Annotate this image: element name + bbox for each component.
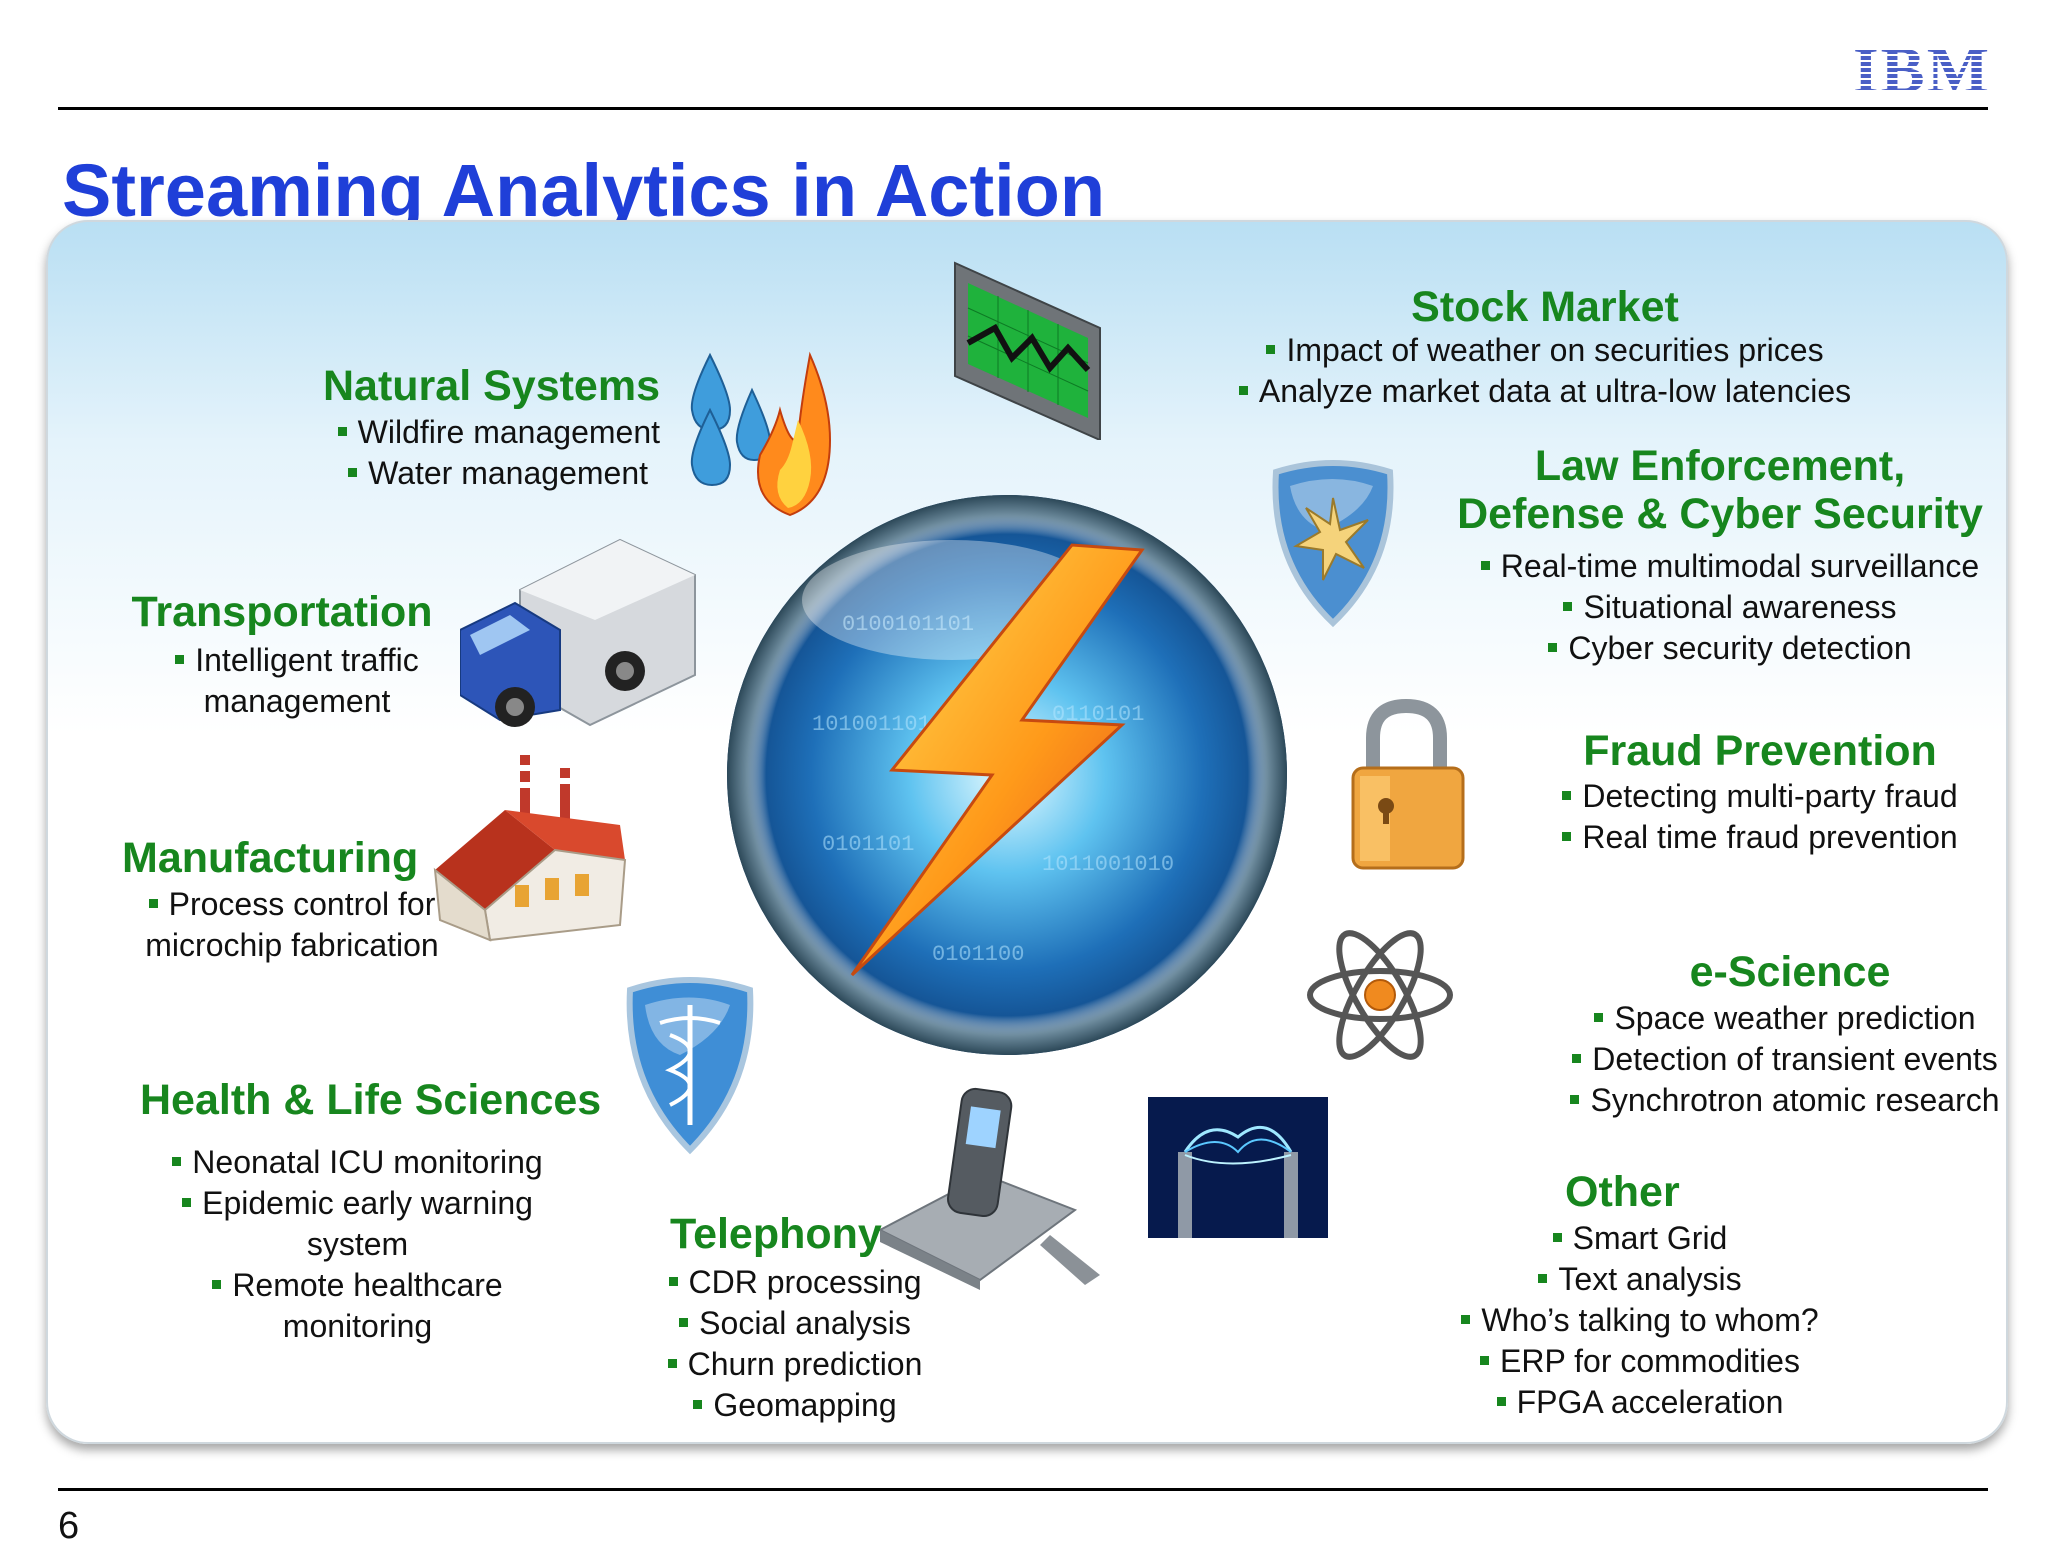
category-items-law-enforcement: Real-time multimodal surveillance Situat… bbox=[1430, 546, 2030, 669]
list-item: Synchrotron atomic research bbox=[1530, 1080, 2040, 1121]
list-item: Intelligent traffic bbox=[112, 640, 482, 681]
list-item: Remote healthcare bbox=[130, 1265, 585, 1306]
category-title-line: Defense & Cyber Security bbox=[1457, 490, 1983, 538]
list-item: FPGA acceleration bbox=[1400, 1382, 1880, 1423]
shield-caduceus-icon bbox=[620, 975, 760, 1155]
list-item: Epidemic early warning bbox=[130, 1183, 585, 1224]
category-title-e-science: e-Science bbox=[1689, 948, 1891, 996]
category-title-manufacturing: Manufacturing bbox=[122, 834, 419, 882]
lightning-globe-icon: 0100101101 1010011010 0110101 0101101 10… bbox=[722, 490, 1292, 1060]
ibm-logo: IBM bbox=[1853, 34, 1989, 107]
list-item: Real-time multimodal surveillance bbox=[1430, 546, 2030, 587]
ibm-logo-graphic: IBM bbox=[1853, 34, 1989, 107]
padlock-icon bbox=[1348, 698, 1468, 873]
category-title-other: Other bbox=[1565, 1168, 1680, 1216]
category-title-natural-systems: Natural Systems bbox=[323, 362, 660, 410]
category-title-telephony: Telephony bbox=[670, 1210, 882, 1258]
page-title: Streaming Analytics in Action bbox=[62, 149, 1106, 223]
list-item: monitoring bbox=[282, 1308, 433, 1344]
list-item: Smart Grid bbox=[1400, 1218, 1880, 1259]
water-fire-icon bbox=[680, 350, 845, 520]
list-item: Real time fraud prevention bbox=[1500, 817, 2020, 858]
list-item: Space weather prediction bbox=[1530, 998, 2040, 1039]
list-item: Cyber security detection bbox=[1430, 628, 2030, 669]
category-items-other: Smart Grid Text analysis Who’s talking t… bbox=[1400, 1218, 1880, 1423]
list-item: Situational awareness bbox=[1430, 587, 2030, 628]
category-title-law-enforcement: Law Enforcement, Defense & Cyber Securit… bbox=[1400, 442, 2040, 538]
list-item: microchip fabrication bbox=[145, 927, 439, 963]
truck-icon bbox=[459, 535, 710, 730]
list-item: Analyze market data at ultra-low latenci… bbox=[1145, 371, 1945, 412]
header-rule bbox=[58, 107, 1988, 110]
shield-star-icon bbox=[1268, 458, 1398, 628]
list-item: Social analysis bbox=[620, 1303, 970, 1344]
list-item: Who’s talking to whom? bbox=[1400, 1300, 1880, 1341]
category-items-fraud-prevention: Detecting multi-party fraud Real time fr… bbox=[1500, 776, 2020, 858]
electric-arc-icon bbox=[1148, 1097, 1328, 1238]
list-item: Geomapping bbox=[620, 1385, 970, 1426]
atom-icon bbox=[1305, 915, 1455, 1075]
page-number: 6 bbox=[58, 1505, 80, 1547]
list-item: Process control for bbox=[112, 884, 472, 925]
list-item: Wildfire management bbox=[255, 412, 660, 453]
category-items-health: Neonatal ICU monitoring Epidemic early w… bbox=[130, 1142, 585, 1347]
category-items-telephony: CDR processing Social analysis Churn pre… bbox=[620, 1262, 970, 1426]
category-title-health: Health & Life Sciences bbox=[140, 1076, 602, 1124]
list-item: Water management bbox=[255, 453, 660, 494]
list-item: Impact of weather on securities prices bbox=[1145, 330, 1945, 371]
list-item: Detection of transient events bbox=[1530, 1039, 2040, 1080]
list-item: Neonatal ICU monitoring bbox=[130, 1142, 585, 1183]
stock-chart-icon bbox=[950, 258, 1130, 442]
list-item: ERP for commodities bbox=[1400, 1341, 1880, 1382]
category-items-manufacturing: Process control for microchip fabricatio… bbox=[112, 884, 472, 966]
list-item: Churn prediction bbox=[620, 1344, 970, 1385]
category-items-natural-systems: Wildfire management Water management bbox=[255, 412, 660, 494]
category-title-fraud-prevention: Fraud Prevention bbox=[1583, 727, 1937, 775]
category-title-line: Law Enforcement, bbox=[1534, 442, 1906, 490]
category-items-transportation: Intelligent traffic management bbox=[112, 640, 482, 722]
footer-rule bbox=[58, 1488, 1988, 1491]
list-item: Detecting multi-party fraud bbox=[1500, 776, 2020, 817]
svg-text:IBM: IBM bbox=[1855, 38, 1989, 98]
list-item: CDR processing bbox=[620, 1262, 970, 1303]
factory-icon bbox=[430, 750, 635, 945]
phone-icon bbox=[870, 1080, 1105, 1290]
category-items-stock-market: Impact of weather on securities prices A… bbox=[1145, 330, 1945, 412]
category-title-stock-market: Stock Market bbox=[1411, 283, 1679, 331]
list-item: Text analysis bbox=[1400, 1259, 1880, 1300]
list-item: management bbox=[203, 683, 391, 719]
list-item: system bbox=[306, 1226, 409, 1262]
category-title-transportation: Transportation bbox=[131, 588, 433, 636]
category-items-e-science: Space weather prediction Detection of tr… bbox=[1530, 998, 2040, 1121]
